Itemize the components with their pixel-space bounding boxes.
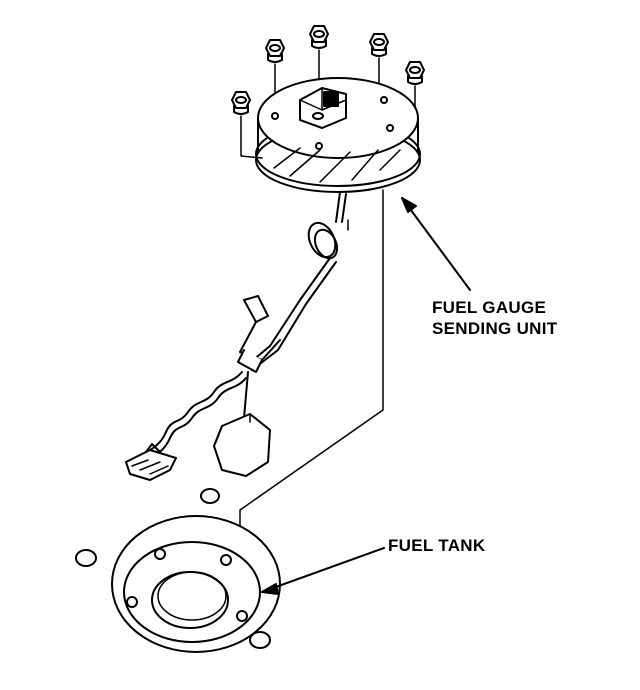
sending-unit-callout-arrow bbox=[401, 197, 471, 291]
fuel-tank-callout-arrow bbox=[261, 547, 385, 595]
nut-icon bbox=[405, 61, 425, 85]
nut-icon bbox=[309, 25, 329, 49]
sending-unit-label-line1: FUEL GAUGE bbox=[432, 298, 547, 317]
sending-unit-label-line2: SENDING UNIT bbox=[432, 319, 558, 338]
nut-icon bbox=[231, 91, 251, 115]
float-arm-icon bbox=[125, 191, 347, 481]
sending-unit-icon bbox=[255, 77, 421, 193]
fuel-tank-label: FUEL TANK bbox=[388, 536, 486, 555]
fuel-tank-opening-icon bbox=[75, 488, 281, 653]
nut-icon bbox=[369, 33, 389, 57]
sending-unit-label: FUEL GAUGE SENDING UNIT bbox=[432, 297, 557, 339]
nut-icon bbox=[265, 39, 285, 63]
